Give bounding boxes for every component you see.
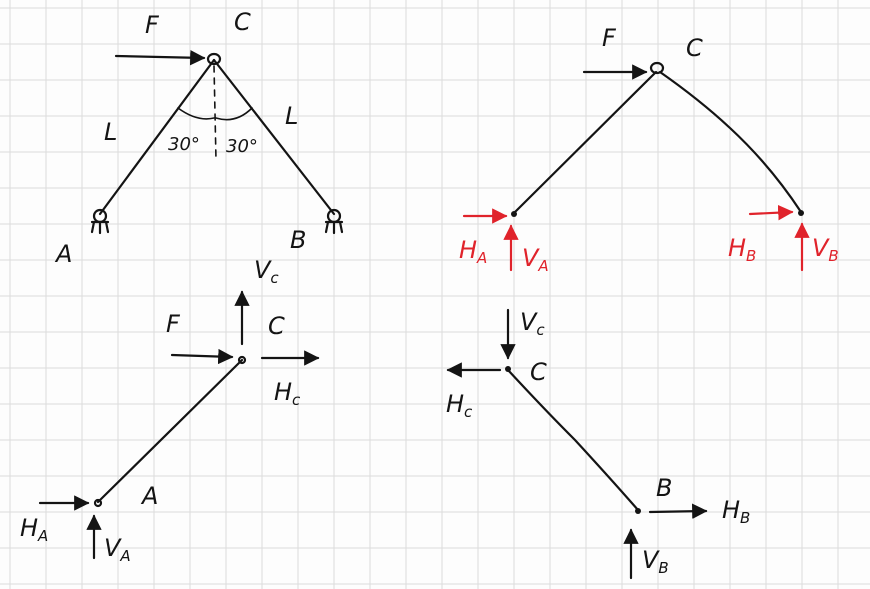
fbd-member-cb: Vc C Hc B HB VB	[446, 308, 750, 580]
vertical-centerline	[213, 65, 217, 161]
label-b-4: B	[656, 474, 672, 502]
label-hb-4: HB	[722, 496, 750, 527]
member-cb-2	[658, 70, 803, 214]
label-hc: Hc	[274, 378, 301, 409]
label-l-right: L	[285, 102, 298, 130]
label-vc-4: Vc	[520, 308, 545, 339]
force-f-arrow	[114, 49, 206, 66]
label-c-2: C	[686, 34, 703, 62]
label-ha: HA	[459, 236, 487, 267]
angle-arc-right	[215, 107, 253, 121]
label-vb-4: VB	[642, 546, 669, 577]
reaction-hb-arrow-4	[648, 503, 708, 519]
label-ha-3: HA	[20, 514, 48, 545]
hinge-c-2	[649, 61, 665, 75]
label-l-left: L	[104, 118, 117, 146]
node-b-2	[798, 210, 804, 216]
label-c-4: C	[530, 358, 547, 386]
structure-diagram: F C L L 30° 30° A B	[54, 8, 344, 268]
label-vc: Vc	[254, 256, 279, 287]
reactions-diagram: F C HA VA HB VB	[459, 24, 839, 275]
support-pin-a	[90, 208, 110, 235]
node-b-4	[635, 508, 641, 514]
node-c-4	[505, 366, 511, 372]
label-angle-left: 30°	[168, 134, 200, 155]
label-c: C	[234, 8, 251, 36]
angle-arc-left	[177, 107, 215, 120]
member-cb-4	[506, 368, 640, 512]
label-f-3: F	[166, 310, 181, 338]
reaction-hb-arrow	[748, 204, 794, 221]
label-f: F	[145, 11, 160, 39]
label-va-3: VA	[104, 534, 131, 565]
member-ac	[98, 58, 216, 216]
label-vb: VB	[812, 234, 839, 265]
force-f-arrow-3	[170, 348, 234, 365]
label-b: B	[290, 226, 306, 254]
label-hb: HB	[728, 234, 756, 265]
label-va: VA	[522, 244, 549, 275]
label-f-2: F	[602, 24, 617, 52]
label-c-3: C	[268, 312, 285, 340]
member-cb	[212, 58, 336, 216]
member-ac-3	[96, 358, 244, 504]
label-a: A	[54, 240, 72, 268]
fbd-member-ac: F C Vc Hc A HA VA	[20, 256, 320, 565]
node-a-3	[93, 498, 103, 508]
label-hc-4: Hc	[446, 390, 473, 421]
label-angle-right: 30°	[226, 136, 258, 157]
member-ac-2	[512, 70, 658, 215]
hinge-c	[206, 52, 222, 66]
node-c-3	[237, 355, 247, 365]
support-pin-b	[324, 208, 344, 235]
label-a-3: A	[140, 482, 158, 510]
node-a-2	[511, 211, 517, 217]
